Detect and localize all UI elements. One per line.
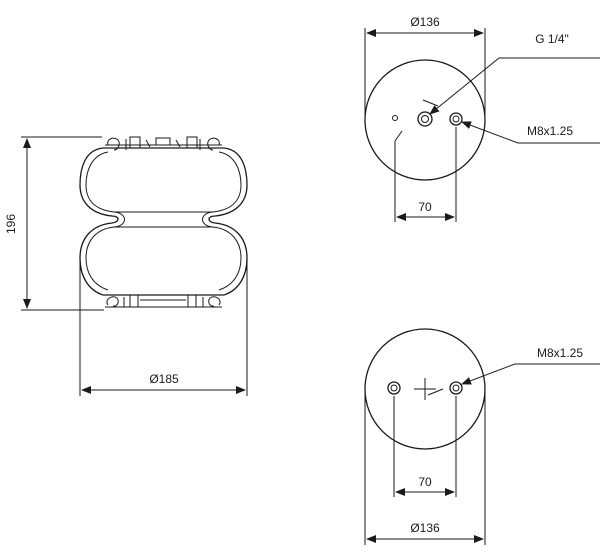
bottom-plate-circle	[364, 328, 486, 450]
height-label: 196	[4, 214, 18, 234]
top-stud-label: M8x1.25	[527, 124, 573, 138]
bottom-bead-plate	[103, 294, 224, 308]
side-view: 196 Ø185	[4, 136, 248, 396]
bottom-spacing-label: 70	[418, 475, 432, 489]
air-fitting-label: G 1/4"	[535, 32, 569, 46]
bottom-stud-right-icon	[449, 381, 463, 395]
top-spacing-label: 70	[418, 200, 432, 214]
diameter-dimension: Ø185	[79, 256, 248, 396]
bottom-stud-label: M8x1.25	[537, 346, 583, 360]
height-dimension: 196	[4, 136, 104, 311]
side-diameter-label: Ø185	[149, 372, 179, 386]
top-stud-icon	[449, 112, 463, 126]
top-plate-view: Ø136 70 G 1/4" M8x1.25	[364, 15, 600, 222]
bellows-outline	[79, 147, 248, 296]
bottom-plate-view: 70 Ø136 M8x1.25	[364, 328, 600, 545]
top-bead-plate	[103, 136, 224, 151]
bottom-diameter-label: Ø136	[410, 521, 440, 535]
bottom-stud-left-icon	[387, 381, 401, 395]
air-fitting-port-icon	[417, 111, 433, 127]
top-diameter-label: Ø136	[410, 15, 440, 29]
locating-pin-hole	[392, 115, 398, 121]
top-plate-circle	[364, 59, 486, 181]
